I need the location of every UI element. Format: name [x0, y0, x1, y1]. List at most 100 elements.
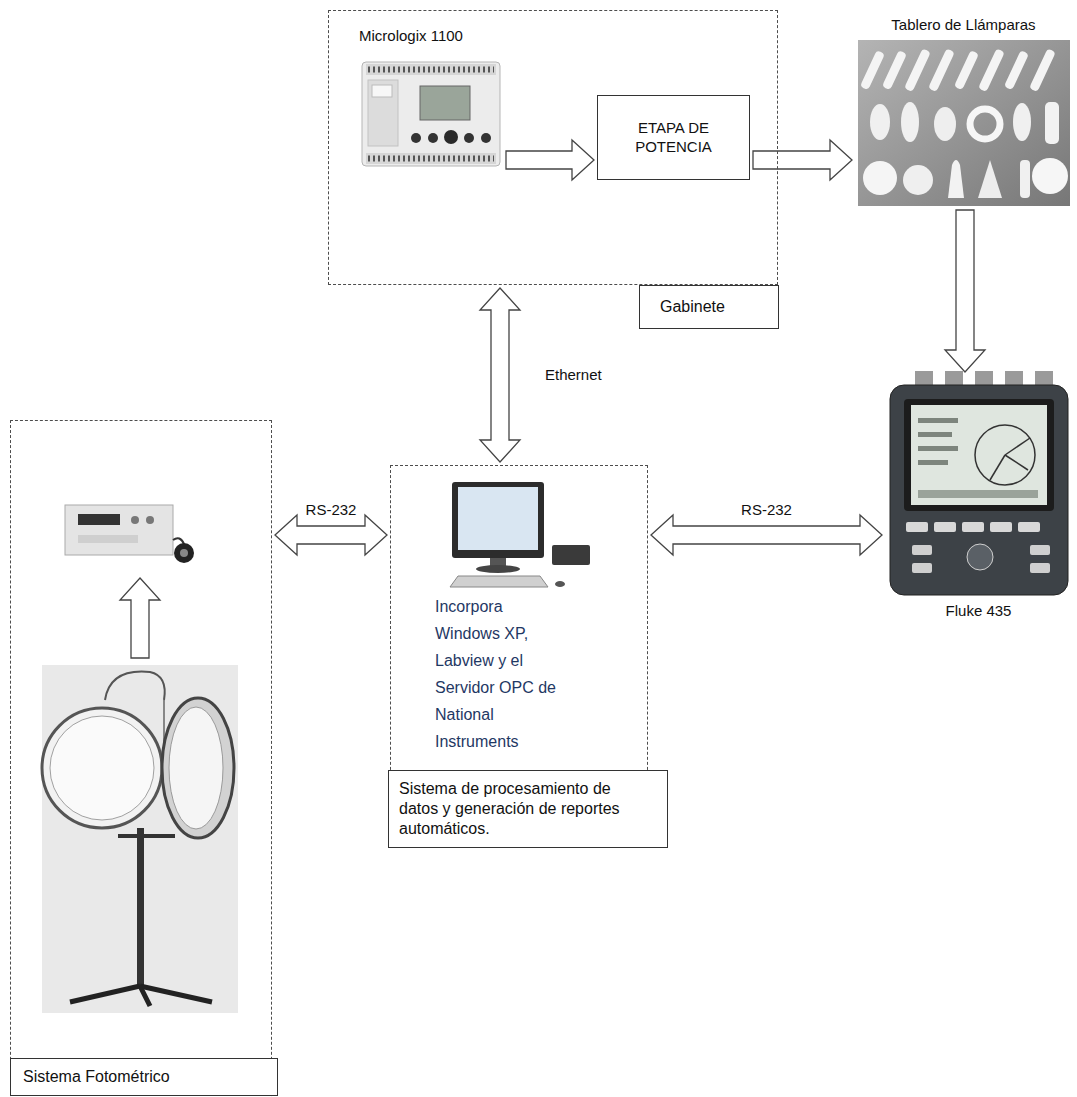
block-arrow-connector — [753, 140, 852, 180]
lamp-collection-picture-part — [978, 48, 1005, 92]
power-analyzer-picture-part — [975, 425, 1035, 485]
power-analyzer-picture-part — [934, 522, 956, 532]
lamp-collection-picture-part — [903, 165, 933, 195]
power-stage-box: ETAPA DE POTENCIA — [597, 95, 750, 180]
power-analyzer-picture-part — [918, 432, 952, 437]
lamp-board: Tablero de Llámparas — [855, 15, 1070, 207]
power-analyzer-picture-part — [911, 405, 1047, 505]
integrating-sphere-picture-part — [42, 665, 238, 1013]
power-analyzer-picture-part — [904, 399, 1054, 511]
power-analyzer-picture-part — [1005, 438, 1030, 455]
plc-picture-part — [420, 86, 470, 120]
computer-picture-part — [458, 487, 538, 550]
computer-picture-part — [450, 576, 548, 587]
edge-label: RS-232 — [738, 500, 795, 521]
plc-picture-part — [368, 67, 494, 73]
power-analyzer-picture-part — [962, 522, 984, 532]
plc-picture-part — [428, 133, 438, 143]
integrating-sphere-picture-part — [137, 828, 144, 988]
lamp-collection-picture-part — [1045, 102, 1059, 144]
lamp-collection-picture-part — [1029, 48, 1056, 92]
photometer-picture-part — [174, 543, 194, 563]
photometer-picture-part — [131, 516, 139, 524]
power-analyzer-picture-part — [918, 460, 948, 465]
integrating-sphere-picture-part — [162, 698, 234, 838]
power-analyzer-picture-part — [967, 544, 993, 570]
photometer-picture-part — [65, 505, 173, 555]
computer-picture-part — [552, 545, 590, 565]
computer-picture-part — [476, 565, 520, 573]
signal-arrow — [120, 578, 160, 658]
lamp-collection-picture — [858, 40, 1070, 206]
node-text: ETAPA DE POTENCIA — [635, 119, 712, 157]
edge-label-holder: RS-232 — [738, 500, 795, 521]
computer-picture — [450, 482, 590, 587]
plc-picture-part — [444, 130, 458, 144]
photometer-picture-part — [173, 538, 184, 544]
block-arrow-connector — [480, 288, 520, 462]
computer-unit: Incorpora Windows XP, Labview y el Servi… — [420, 478, 620, 763]
node-text: Micrologix 1100 — [359, 27, 504, 46]
power-analyzer-picture-part — [918, 446, 958, 451]
lamp-collection-picture-part — [954, 50, 979, 90]
plc-picture-part — [362, 62, 500, 166]
node-text: Incorpora Windows XP, Labview y el Servi… — [435, 593, 563, 755]
block-arrow — [480, 288, 520, 462]
integrating-sphere-picture-part — [105, 672, 165, 700]
integrating-sphere-picture — [42, 665, 238, 1013]
power-analyzer-picture-part — [918, 490, 1038, 498]
block-arrow-connector — [945, 210, 985, 372]
power-analyzer-picture-part — [912, 545, 932, 555]
block-arrow-connector — [651, 515, 882, 555]
edge-label: RS-232 — [303, 500, 360, 521]
power-analyzer: Fluke 435 — [885, 375, 1070, 627]
power-analyzer-picture-part — [912, 563, 932, 573]
integrating-sphere-picture-part — [42, 708, 162, 828]
node-text: Fluke 435 — [886, 602, 1071, 621]
power-analyzer-picture-part — [990, 522, 1012, 532]
lamp-collection-picture-part — [863, 161, 897, 195]
signal-arrow-part — [120, 578, 160, 658]
power-analyzer-picture-part — [890, 385, 1068, 595]
lamp-collection-picture-part — [904, 48, 931, 92]
photometer-picture-part — [78, 535, 138, 543]
caption-box: Sistema de procesamiento de datos y gene… — [388, 770, 668, 848]
plc-picture — [362, 62, 500, 166]
lamp-collection-picture-part — [978, 160, 1002, 198]
block-arrow — [275, 515, 387, 555]
plc-picture-part — [368, 80, 398, 146]
power-analyzer-picture-part — [990, 455, 1005, 480]
lamp-collection-picture-part — [1013, 103, 1031, 141]
block-arrow — [506, 140, 594, 180]
edge-label: Ethernet — [542, 365, 605, 386]
plc-picture-part — [368, 156, 494, 162]
caption-box: Gabinete — [639, 285, 779, 329]
edge-label-holder: RS-232 — [303, 500, 360, 521]
lamp-collection-picture-part — [860, 50, 885, 90]
lamp-collection-picture-part — [882, 50, 907, 90]
lamp-collection-picture-part — [1004, 50, 1029, 90]
photometer-picture-part — [180, 549, 188, 557]
lamp-collection-picture-part — [858, 40, 1070, 206]
photometer-picture-part — [78, 514, 120, 525]
plc-picture-part — [372, 85, 392, 97]
power-analyzer-picture-part — [1030, 545, 1050, 555]
computer-picture-part — [452, 482, 544, 558]
plc-picture-part — [366, 64, 496, 75]
block-arrow — [945, 210, 985, 372]
power-analyzer-picture-part — [1018, 522, 1040, 532]
lamp-collection-picture-part — [901, 102, 919, 142]
processing-region: Incorpora Windows XP, Labview y el Servi… — [390, 465, 648, 785]
plc-unit: Micrologix 1100 — [358, 26, 503, 171]
plc-picture-part — [464, 133, 474, 143]
power-analyzer-picture-part — [918, 418, 958, 423]
plc-picture-part — [481, 133, 491, 143]
block-arrow-connector — [506, 140, 594, 180]
caption-box: Sistema Fotométrico — [10, 1058, 278, 1096]
edge-label-holder: Ethernet — [542, 365, 605, 386]
photometer-picture-part — [146, 516, 154, 524]
block-arrow — [651, 515, 882, 555]
block-arrow-connector — [275, 515, 387, 555]
computer-picture-part — [555, 581, 565, 587]
